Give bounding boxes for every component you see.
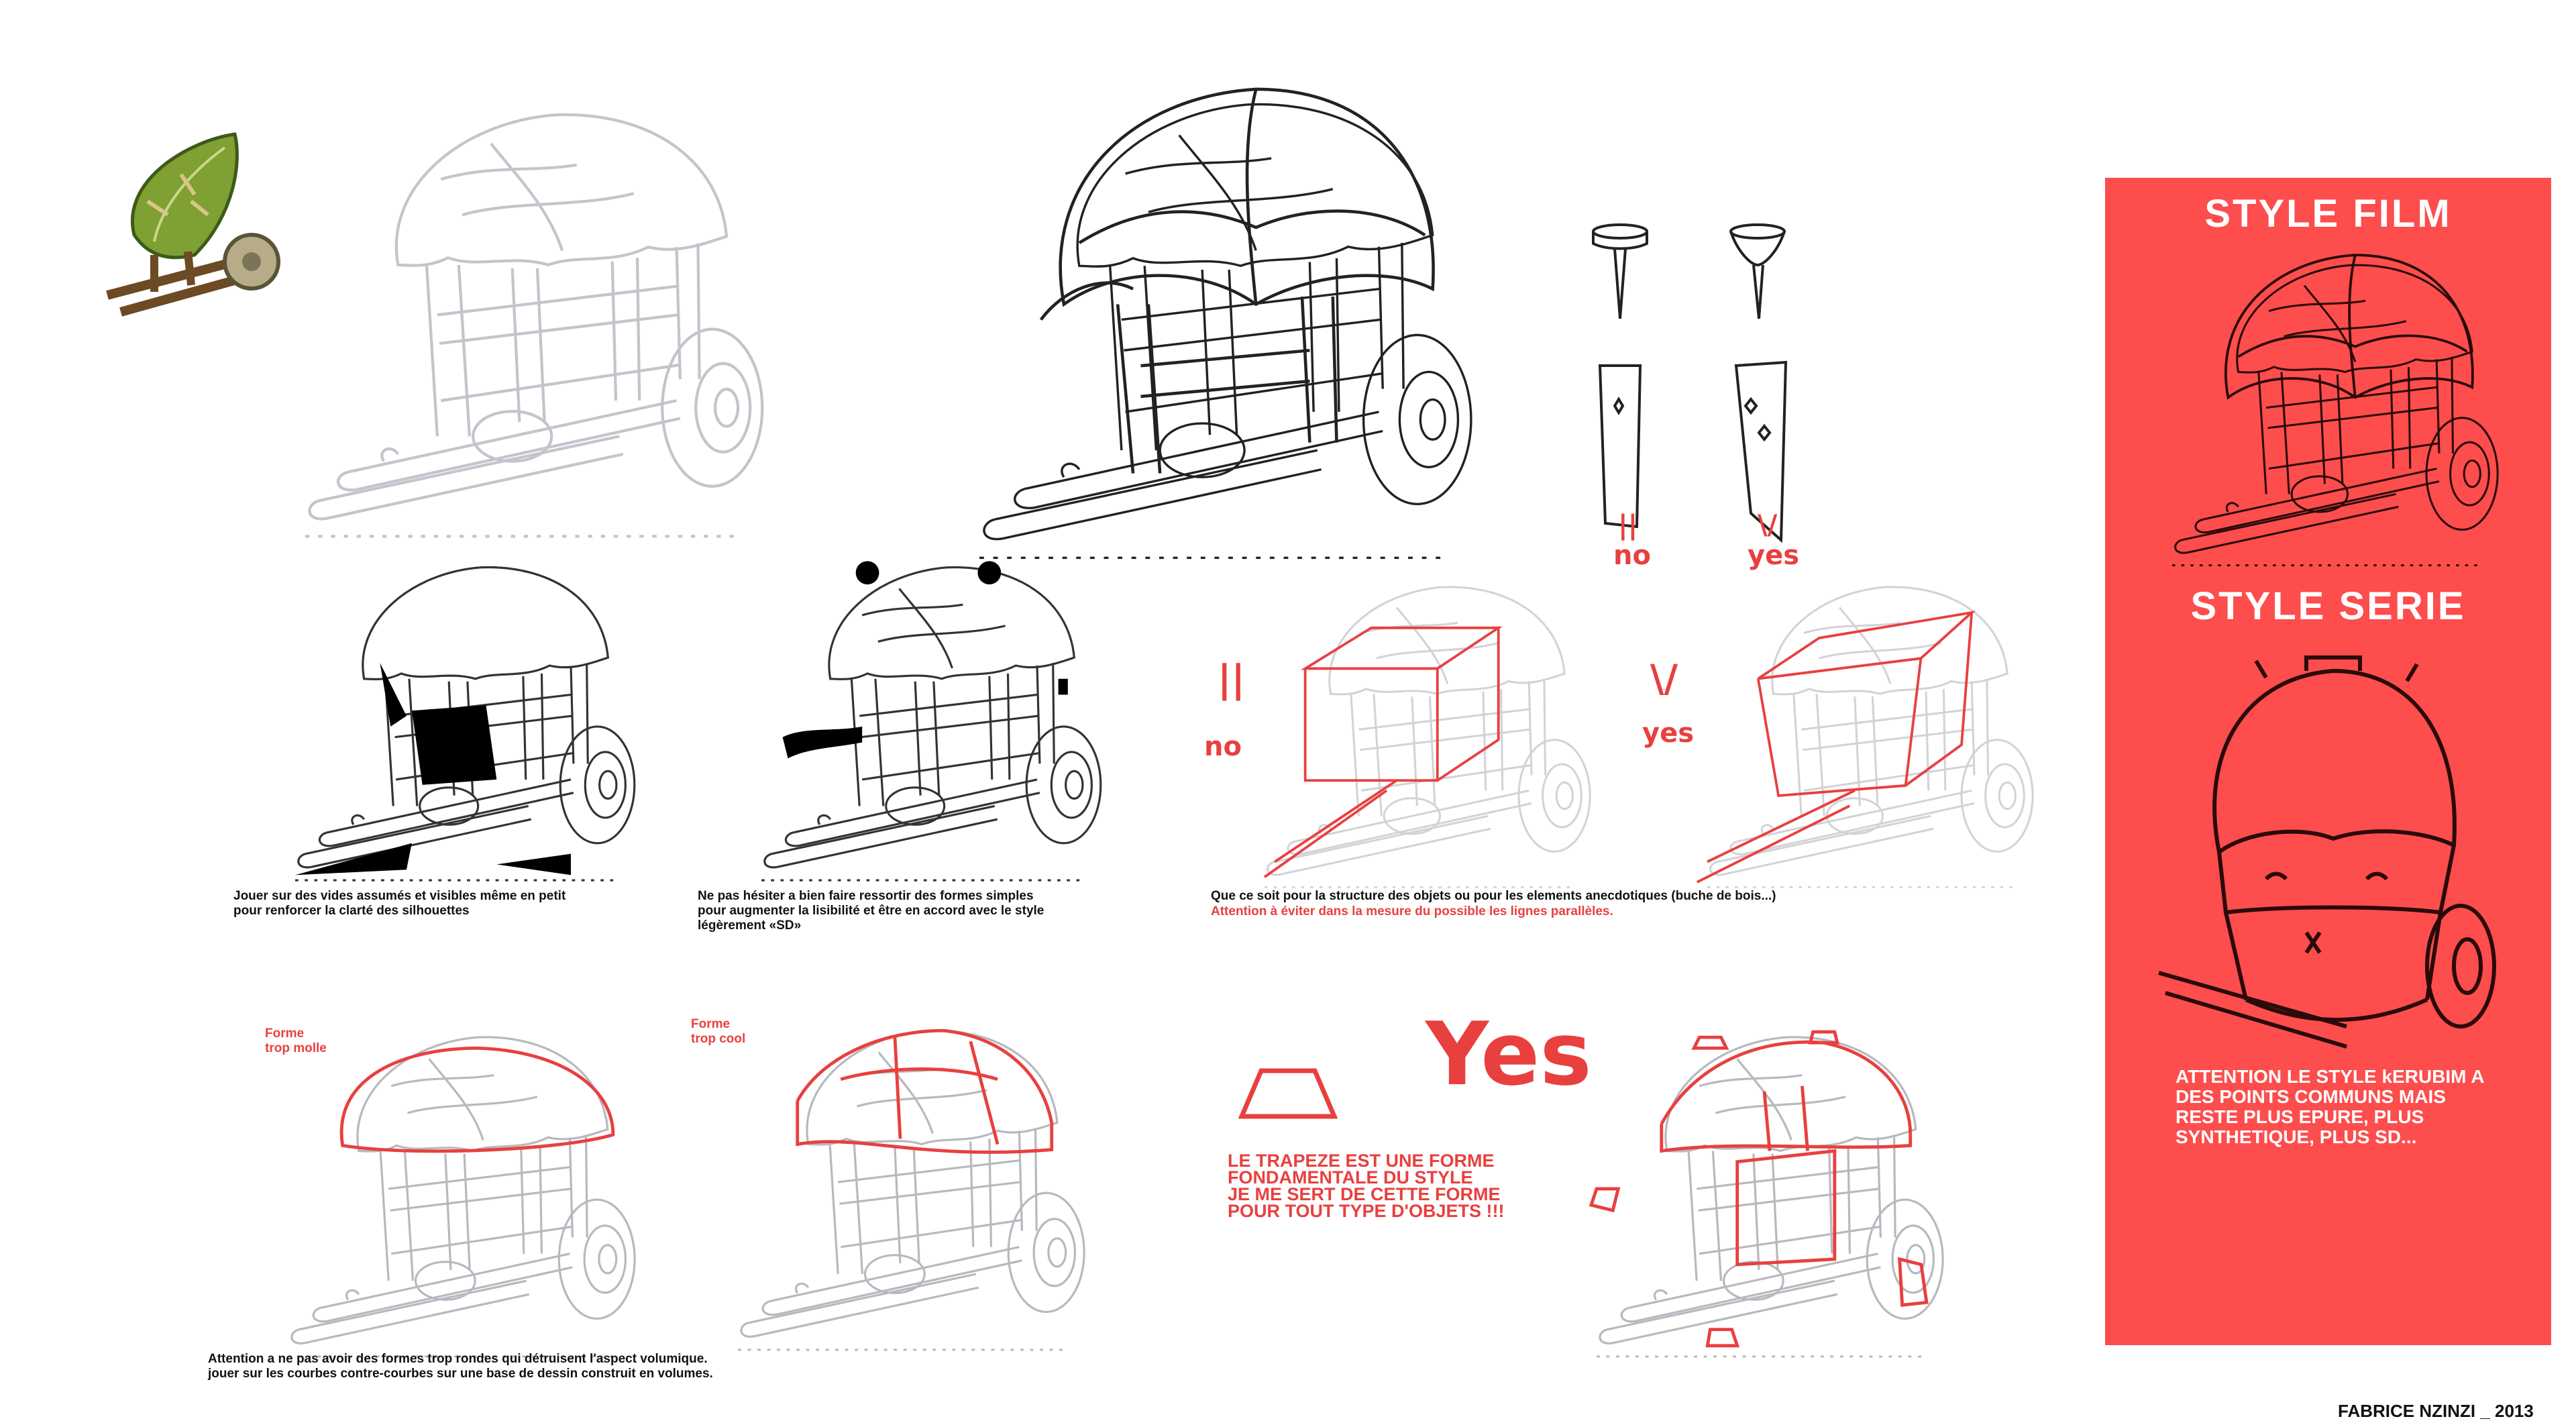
- trapeze-note: LE TRAPEZE EST UNE FORME FONDAMENTALE DU…: [1228, 1151, 1505, 1221]
- label-forme-cool: Forme trop cool: [691, 1017, 746, 1046]
- voids-wagon-sketch: [294, 566, 636, 882]
- peg-yes-sketch: [1729, 223, 1787, 541]
- parallel-no-label: no: [1204, 731, 1242, 762]
- big-yes-label: Yes: [1426, 1003, 1592, 1105]
- perspective-yes-sketch: [1696, 586, 2034, 888]
- caption-rounded: Attention a ne pas avoir des formes trop…: [208, 1352, 713, 1381]
- style-film-title: STYLE FILM: [2204, 192, 2452, 235]
- light-wagon-sketch: [238, 101, 815, 543]
- trapezoid-wagon-sketch: [1589, 1030, 1944, 1358]
- peg-no-sketch: [1592, 223, 1648, 528]
- artist-signature: FABRICE NZINZI _ 2013: [2338, 1401, 2534, 1421]
- trapezoid-shape: [1238, 1068, 1338, 1119]
- painted-wagon-icon: [106, 132, 280, 317]
- parallel-no-mark: ||: [1218, 657, 1245, 701]
- shapes-wagon-sketch: [760, 561, 1102, 882]
- dark-wagon-sketch: [978, 87, 1472, 560]
- caption-structure: Que ce soit pour la structure des objets…: [1211, 889, 1776, 903]
- perspective-yes-mark: \/: [1650, 657, 1678, 701]
- style-serie-title: STYLE SERIE: [2190, 584, 2466, 628]
- style-film-sketch: [2171, 254, 2499, 567]
- perspective-yes-label: yes: [1642, 718, 1695, 749]
- cool-shape-wagon-sketch: [737, 1028, 1085, 1351]
- caption-parallel-warning: Attention à éviter dans la mesure du pos…: [1211, 904, 1613, 918]
- peg-no-mark: ||: [1618, 510, 1638, 541]
- caption-voids: Jouer sur des vides assumés et visibles …: [233, 889, 566, 918]
- style-serie-sketch: [2158, 655, 2496, 1049]
- peg-no-label: no: [1613, 540, 1651, 571]
- peg-yes-mark: \/: [1758, 510, 1778, 541]
- soft-shape-wagon-sketch: [287, 1036, 636, 1358]
- label-forme-molle: Forme trop molle: [265, 1026, 327, 1055]
- peg-yes-label: yes: [1748, 540, 1800, 571]
- style-comparison-panel: STYLE FILM STYLE SERIE ATTENTION LE ST: [2105, 178, 2551, 1345]
- parallel-no-sketch: [1263, 586, 1591, 888]
- caption-shapes: Ne pas hésiter a bien faire ressortir de…: [698, 889, 1044, 933]
- style-note: ATTENTION LE STYLE kERUBIM A DES POINTS …: [2176, 1066, 2485, 1147]
